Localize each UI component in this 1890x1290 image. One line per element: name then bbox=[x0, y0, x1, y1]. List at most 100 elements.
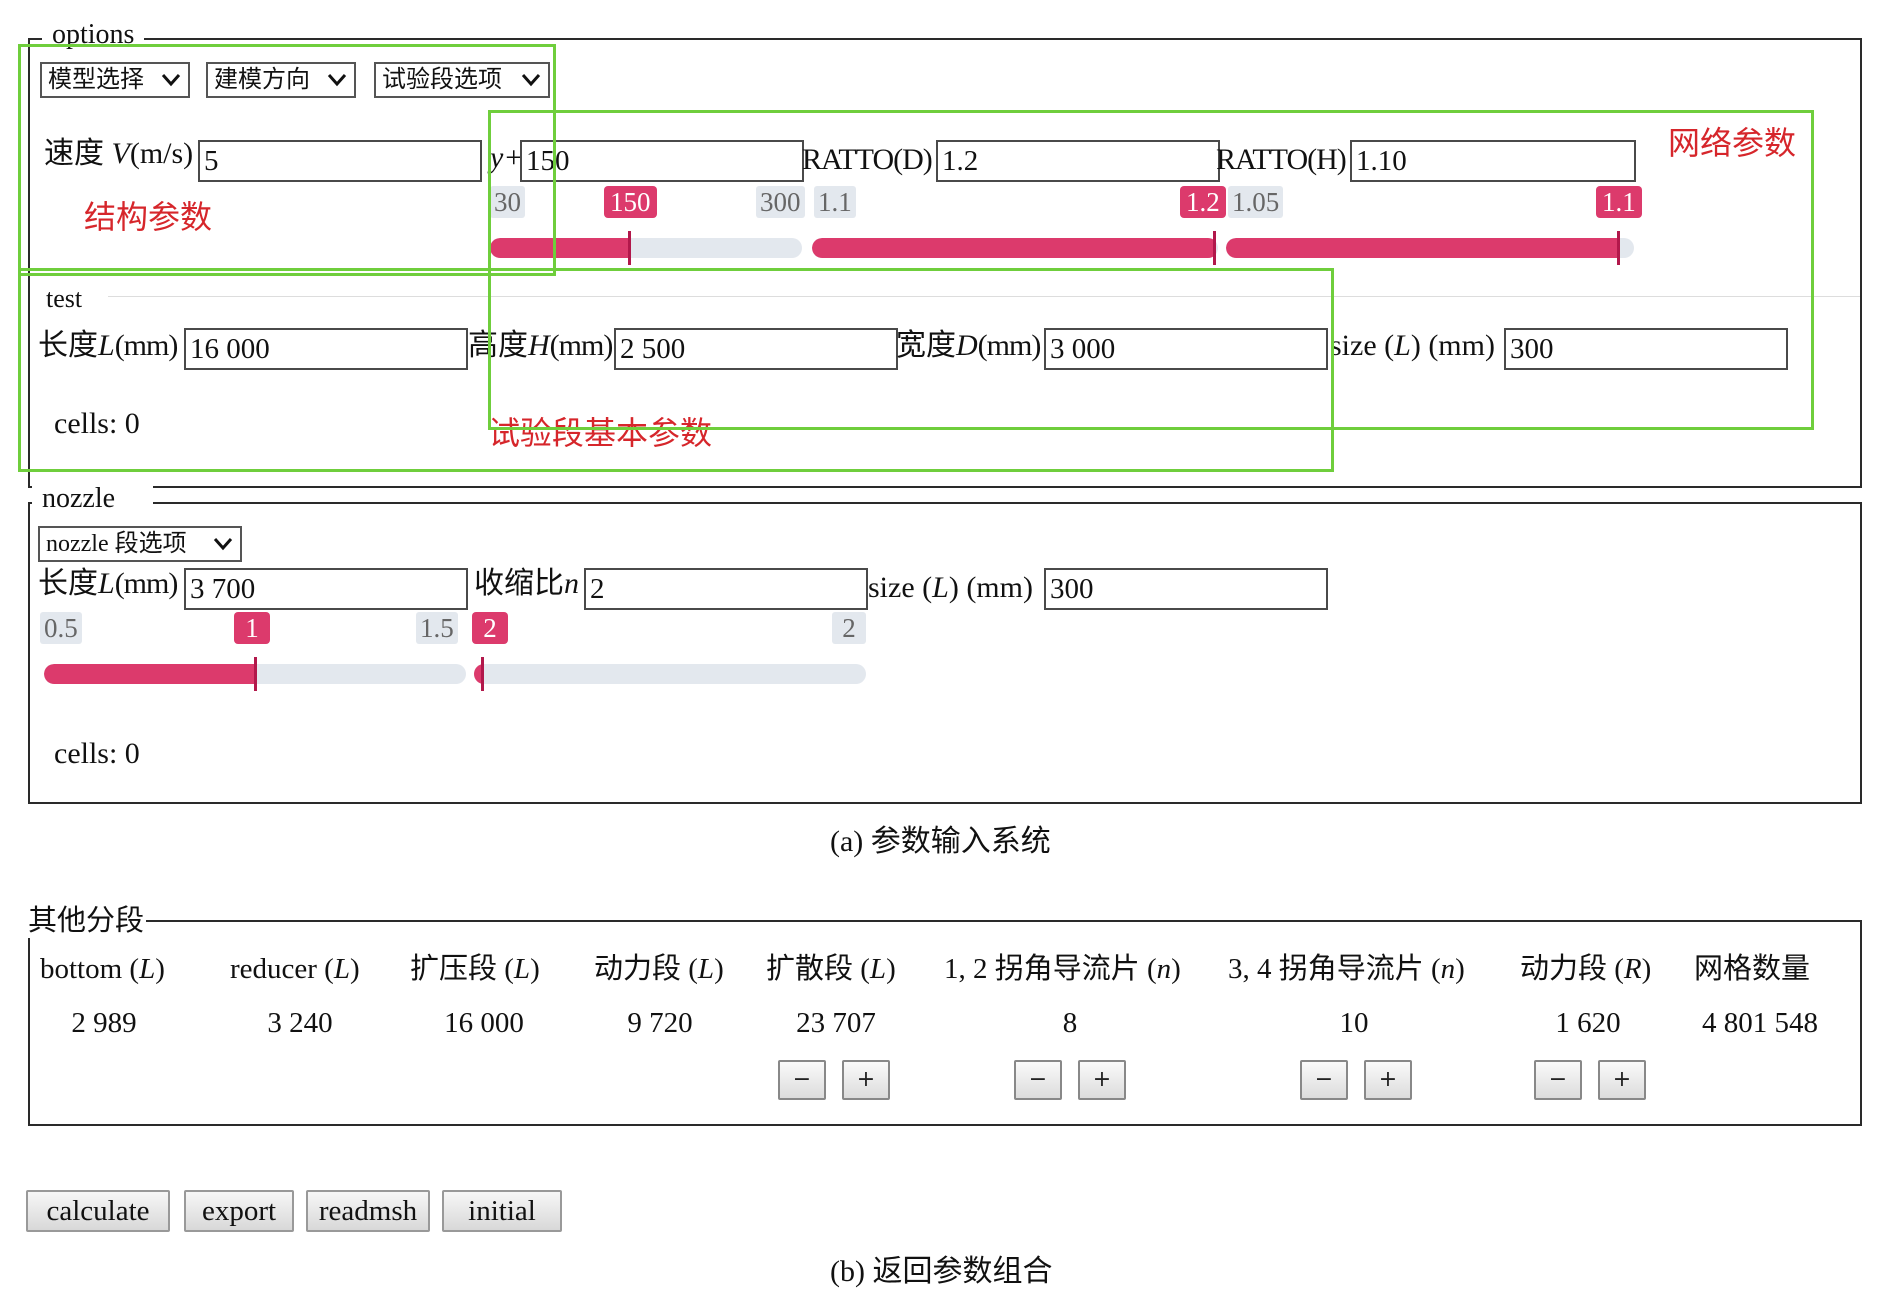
value-corner-vanes-12: 8 bbox=[1062, 1007, 1078, 1039]
caption-b: (b) 返回参数组合 bbox=[830, 1255, 1053, 1288]
value-power-section-l: 9 720 bbox=[627, 1007, 693, 1039]
nozzle-length-slider-min: 0.5 bbox=[40, 612, 82, 644]
value-corner-vanes-34: 10 bbox=[1339, 1007, 1369, 1039]
test-length-label: 长度L(mm) bbox=[38, 329, 178, 362]
chevron-down-icon bbox=[327, 74, 347, 87]
nozzle-length-slider-fill bbox=[44, 664, 255, 684]
ratto-d-input[interactable]: 1.2 bbox=[936, 140, 1220, 182]
nozzle-size-label: size (L) (mm) bbox=[868, 571, 1033, 604]
chevron-down-icon bbox=[213, 538, 233, 551]
test-section-select[interactable]: 试验段选项 bbox=[374, 62, 550, 98]
nozzle-ratio-slider-value: 2 bbox=[472, 612, 508, 644]
nozzle-section-select[interactable]: nozzle 段选项 bbox=[38, 526, 242, 562]
yplus-input[interactable]: 150 bbox=[520, 140, 804, 182]
test-divider bbox=[108, 296, 1860, 297]
speed-input[interactable]: 5 bbox=[198, 140, 482, 182]
nozzle-length-label: 长度L(mm) bbox=[38, 567, 178, 600]
power-section-r-decrement-button[interactable]: − bbox=[1534, 1060, 1582, 1100]
nozzle-size-input[interactable]: 300 bbox=[1044, 568, 1328, 610]
ratto-h-input[interactable]: 1.10 bbox=[1350, 140, 1636, 182]
export-button[interactable]: export bbox=[184, 1190, 294, 1232]
header-power-section-l: 动力段 (L) bbox=[594, 953, 724, 985]
test-width-input[interactable]: 3 000 bbox=[1044, 328, 1328, 370]
header-mesh-count: 网格数量 bbox=[1694, 953, 1811, 985]
value-reducer: 3 240 bbox=[267, 1007, 333, 1039]
chevron-down-icon bbox=[521, 74, 541, 87]
expansion-decrement-button[interactable]: − bbox=[778, 1060, 826, 1100]
nozzle-length-slider-value: 1 bbox=[234, 612, 270, 644]
header-power-section-r: 动力段 (R) bbox=[1520, 953, 1652, 985]
initial-button[interactable]: initial bbox=[442, 1190, 562, 1232]
nozzle-legend: nozzle bbox=[32, 482, 154, 516]
modeling-direction-select[interactable]: 建模方向 bbox=[206, 62, 356, 98]
structure-params-annotation: 结构参数 bbox=[84, 199, 213, 235]
other-segments-fieldset bbox=[28, 920, 1862, 1126]
nozzle-ratio-slider-track[interactable] bbox=[474, 664, 866, 684]
header-bottom: bottom (L) bbox=[40, 953, 165, 985]
ratto-d-label: RATTO(D) bbox=[802, 143, 933, 176]
nozzle-fieldset bbox=[28, 502, 1862, 804]
nozzle-ratio-slider-fill bbox=[474, 664, 482, 684]
ratto-d-slider-min: 1.1 bbox=[814, 186, 856, 218]
ratto-h-label: RATTO(H) bbox=[1216, 143, 1347, 176]
test-height-input[interactable]: 2 500 bbox=[614, 328, 898, 370]
yplus-label: y+ bbox=[490, 141, 524, 174]
model-select[interactable]: 模型选择 bbox=[40, 62, 190, 98]
test-params-highlight bbox=[18, 268, 1334, 472]
ratto-h-slider-track[interactable] bbox=[1226, 238, 1634, 258]
yplus-slider-max: 300 bbox=[756, 186, 805, 218]
speed-label: 速度 V(m/s) bbox=[44, 137, 194, 170]
options-fieldset bbox=[28, 38, 1862, 488]
value-power-section-r: 1 620 bbox=[1555, 1007, 1621, 1039]
test-legend: test bbox=[36, 282, 93, 316]
expansion-increment-button[interactable]: + bbox=[842, 1060, 890, 1100]
power-section-r-increment-button[interactable]: + bbox=[1598, 1060, 1646, 1100]
ratto-d-slider-fill bbox=[812, 238, 1214, 258]
test-size-input[interactable]: 300 bbox=[1504, 328, 1788, 370]
test-height-label: 高度H(mm) bbox=[468, 329, 613, 362]
ratto-d-slider-handle[interactable] bbox=[1212, 231, 1216, 265]
nozzle-ratio-label: 收缩比n bbox=[474, 567, 579, 600]
calculate-button[interactable]: calculate bbox=[26, 1190, 170, 1232]
yplus-slider-handle[interactable] bbox=[627, 231, 631, 265]
header-corner-vanes-34: 3, 4 拐角导流片 (n) bbox=[1228, 953, 1465, 985]
ratto-h-slider-fill bbox=[1226, 238, 1618, 258]
corner-vanes-12-increment-button[interactable]: + bbox=[1078, 1060, 1126, 1100]
header-expansion: 扩散段 (L) bbox=[766, 953, 896, 985]
corner-vanes-12-decrement-button[interactable]: − bbox=[1014, 1060, 1062, 1100]
value-expansion: 23 707 bbox=[796, 1007, 876, 1039]
yplus-slider-track[interactable] bbox=[490, 238, 802, 258]
nozzle-length-slider-handle[interactable] bbox=[254, 657, 257, 691]
test-section-select-label: 试验段选项 bbox=[382, 67, 502, 93]
ratto-d-slider-track[interactable] bbox=[812, 238, 1218, 258]
mesh-params-annotation: 网络参数 bbox=[1668, 125, 1797, 161]
test-width-label: 宽度D(mm) bbox=[896, 329, 1041, 362]
ratto-h-slider-handle[interactable] bbox=[1616, 231, 1620, 265]
corner-vanes-34-increment-button[interactable]: + bbox=[1364, 1060, 1412, 1100]
yplus-slider-min: 30 bbox=[490, 186, 525, 218]
readmsh-button[interactable]: readmsh bbox=[306, 1190, 430, 1232]
nozzle-length-input[interactable]: 3 700 bbox=[184, 568, 468, 610]
yplus-slider-fill bbox=[490, 238, 629, 258]
ratto-h-slider-min: 1.05 bbox=[1228, 186, 1284, 218]
model-select-label: 模型选择 bbox=[48, 67, 144, 93]
ratto-d-slider-value: 1.2 bbox=[1180, 186, 1226, 218]
nozzle-ratio-slider-handle[interactable] bbox=[480, 657, 484, 691]
value-diffuser: 16 000 bbox=[444, 1007, 524, 1039]
corner-vanes-34-decrement-button[interactable]: − bbox=[1300, 1060, 1348, 1100]
header-reducer: reducer (L) bbox=[230, 953, 360, 985]
yplus-slider-value: 150 bbox=[604, 186, 657, 218]
header-diffuser: 扩压段 (L) bbox=[410, 953, 540, 985]
nozzle-cells: cells: 0 bbox=[54, 737, 140, 770]
chevron-down-icon bbox=[161, 74, 181, 87]
nozzle-ratio-slider-max: 2 bbox=[832, 612, 866, 644]
test-params-annotation: 试验段基本参数 bbox=[488, 415, 713, 451]
test-cells: cells: 0 bbox=[54, 407, 140, 440]
structure-params-highlight bbox=[18, 44, 556, 276]
value-mesh-count: 4 801 548 bbox=[1702, 1007, 1818, 1039]
test-length-input[interactable]: 16 000 bbox=[184, 328, 468, 370]
nozzle-section-select-label: nozzle 段选项 bbox=[46, 531, 187, 557]
other-segments-legend: 其他分段 bbox=[26, 904, 147, 938]
modeling-direction-label: 建模方向 bbox=[214, 67, 310, 93]
nozzle-ratio-input[interactable]: 2 bbox=[584, 568, 868, 610]
